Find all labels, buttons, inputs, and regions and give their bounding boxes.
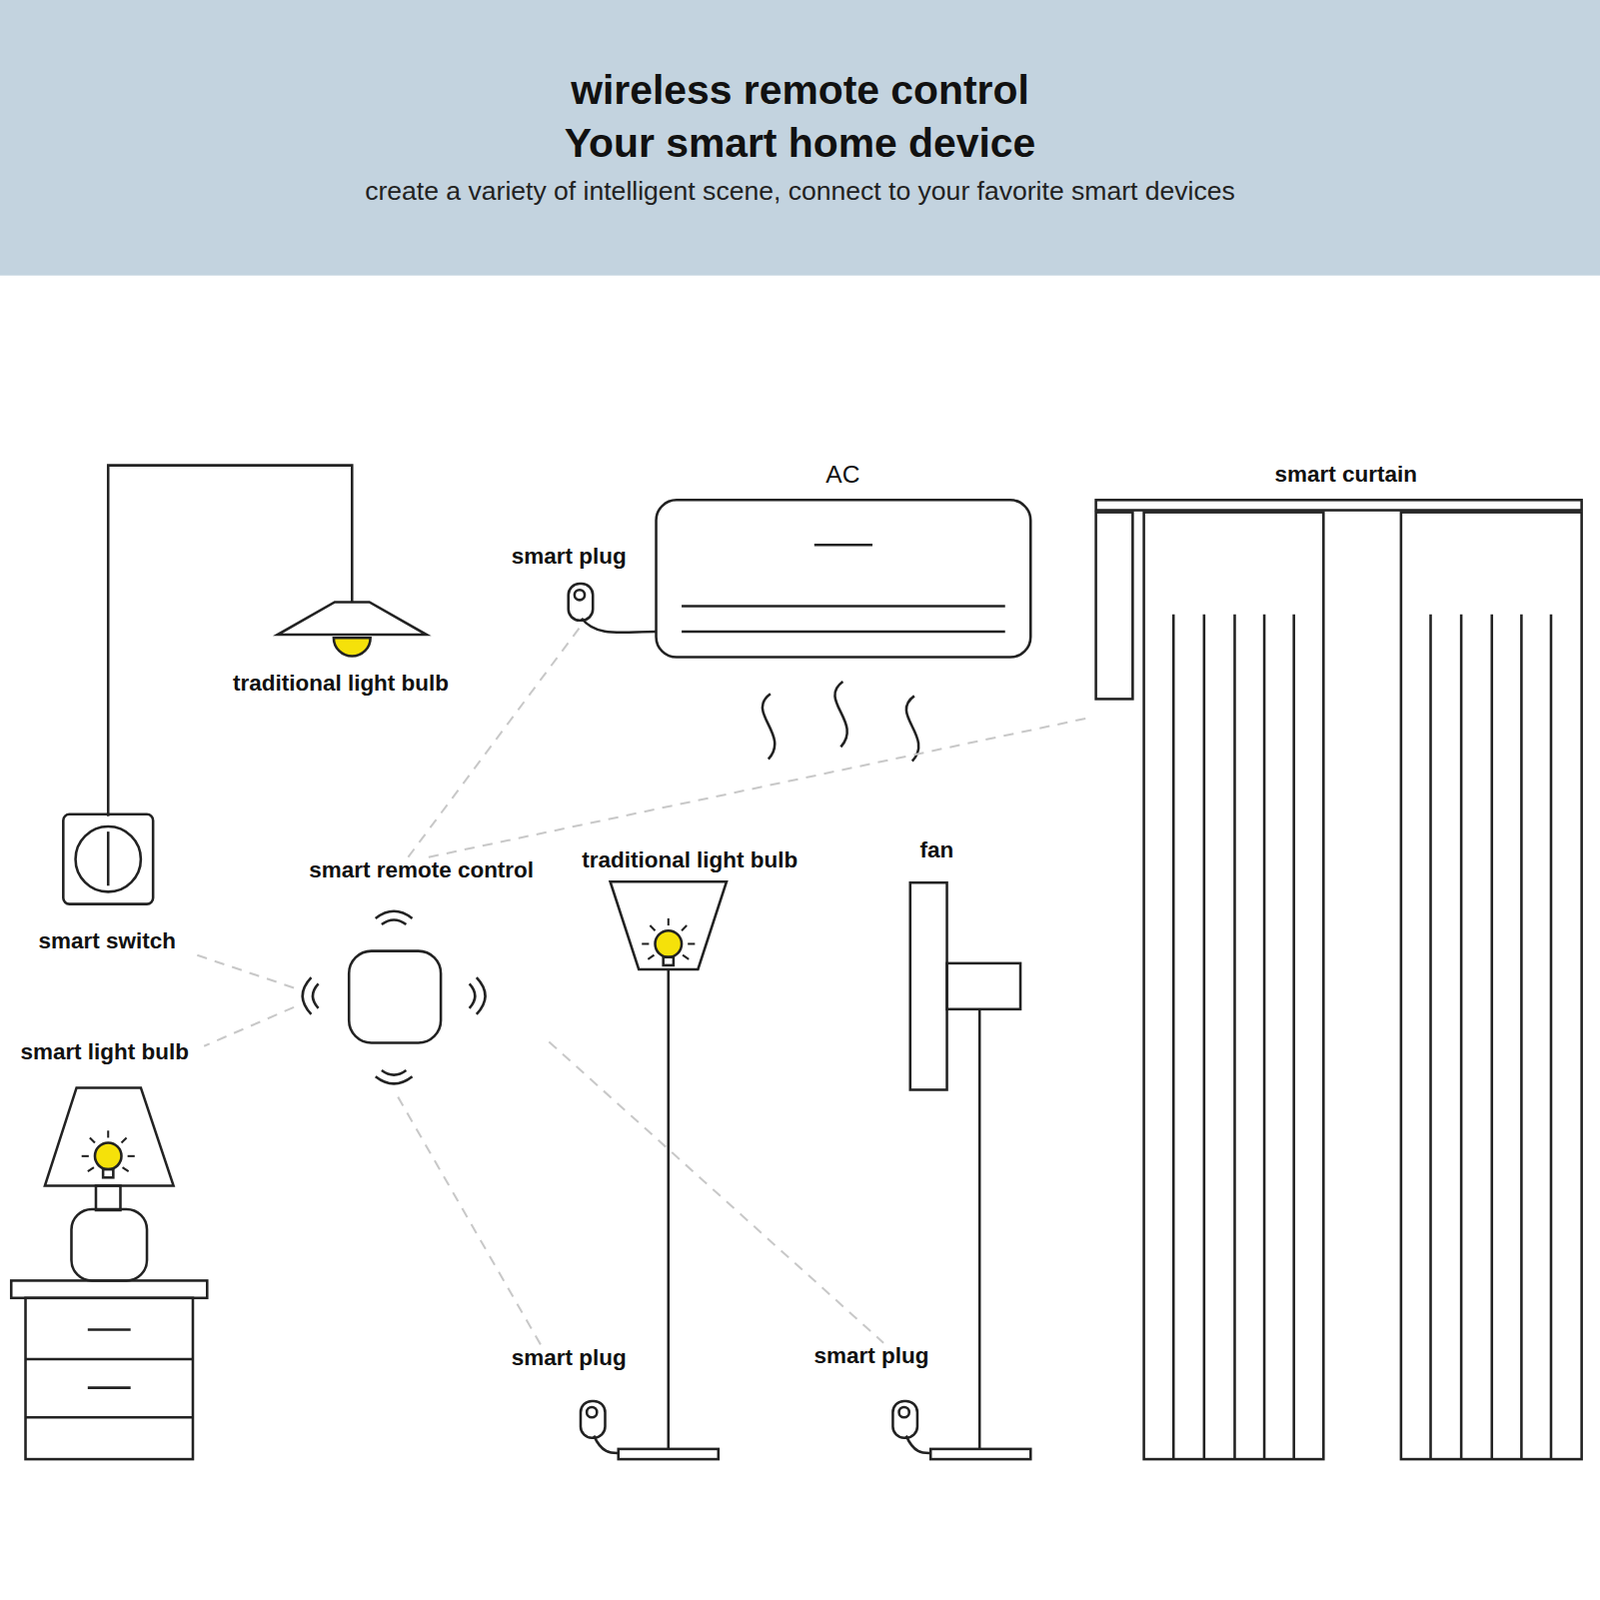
bulb [655,930,683,958]
plug-hole [586,1407,597,1418]
plug-cord [581,618,657,633]
switch-plate [62,814,153,905]
device-label: smart plug [511,1345,627,1373]
bulb-base [663,957,674,966]
nightstand [25,1298,193,1460]
diagram-title: wireless remote control Your smart home … [534,62,1066,169]
device-label: smart light bulb [19,1038,188,1066]
curtain-rail [1096,499,1583,510]
airflow [834,681,847,747]
bulb [94,1143,122,1171]
plug-cord [593,1436,619,1454]
ac-line [681,630,1006,634]
ac-line [814,543,873,547]
wireless-link [428,717,1093,858]
device-caption: AC [825,461,860,489]
fan-blade [910,882,948,1090]
remote-body [348,951,441,1044]
device-node: smart plug [499,1345,638,1440]
signal-waves [302,911,486,1085]
drawer-handle [87,1328,131,1332]
plug-hole [899,1407,910,1418]
airflow [762,693,775,759]
drawer-line [25,1416,193,1420]
device-label: smart plug [511,542,627,570]
device-node: smart switch [19,806,194,955]
plug-icon [580,1401,606,1439]
lamp-foot [618,1449,719,1460]
device-node: smart plug [499,542,638,628]
device-node: smart plug [804,1343,940,1440]
diagram-caption: create a variety of intelligent scene, c… [85,175,1515,207]
device-node: smart remote control [293,857,549,1098]
plug-cord [906,1436,932,1454]
device-label: smart plug [814,1343,930,1371]
curtain-panel [1401,512,1583,1461]
device-node: smart curtain [1092,461,1600,1463]
wireless-link [407,627,580,858]
bulb-rays [81,1130,135,1172]
drawer-handle [87,1386,131,1390]
fan-motor [947,963,1022,1010]
fan-pole [978,1009,982,1450]
drawer-line [25,1358,193,1362]
switch-button [75,826,141,892]
wireless-link [203,1007,294,1047]
curtain-motor [1096,512,1134,700]
device-node: smart light bulb [4,1038,204,1281]
wireless-link [397,1097,541,1346]
fan-foot [930,1449,1031,1460]
ac-line [681,604,1006,608]
device-caption: traditional light bulb [581,846,798,874]
curtain-panel [1144,512,1325,1461]
table-top [10,1280,207,1298]
device-label: smart curtain [1275,461,1418,489]
lamp-shade [610,881,727,970]
bulb-rays [641,918,695,960]
ac-unit [656,499,1032,657]
lamp-shade [44,1087,174,1186]
curtain-folds [1173,614,1552,1460]
plug-icon [892,1401,918,1439]
airflow [906,695,919,761]
wire [107,465,352,817]
device-caption: traditional light bulb [232,670,449,698]
switch-mark [106,831,110,886]
device-caption: fan [919,836,954,864]
plug-icon [568,583,594,621]
bulb [333,637,371,656]
lamp-shade [277,601,427,635]
lamp-pole [667,969,671,1450]
device-label: smart remote control [308,857,534,885]
wireless-link [548,1041,884,1343]
device-label: smart switch [38,927,176,955]
bulb-base [102,1169,113,1178]
wireless-link [193,954,294,989]
lamp-stem [95,1185,121,1211]
plug-hole [574,589,585,600]
lamp-base [70,1209,147,1281]
